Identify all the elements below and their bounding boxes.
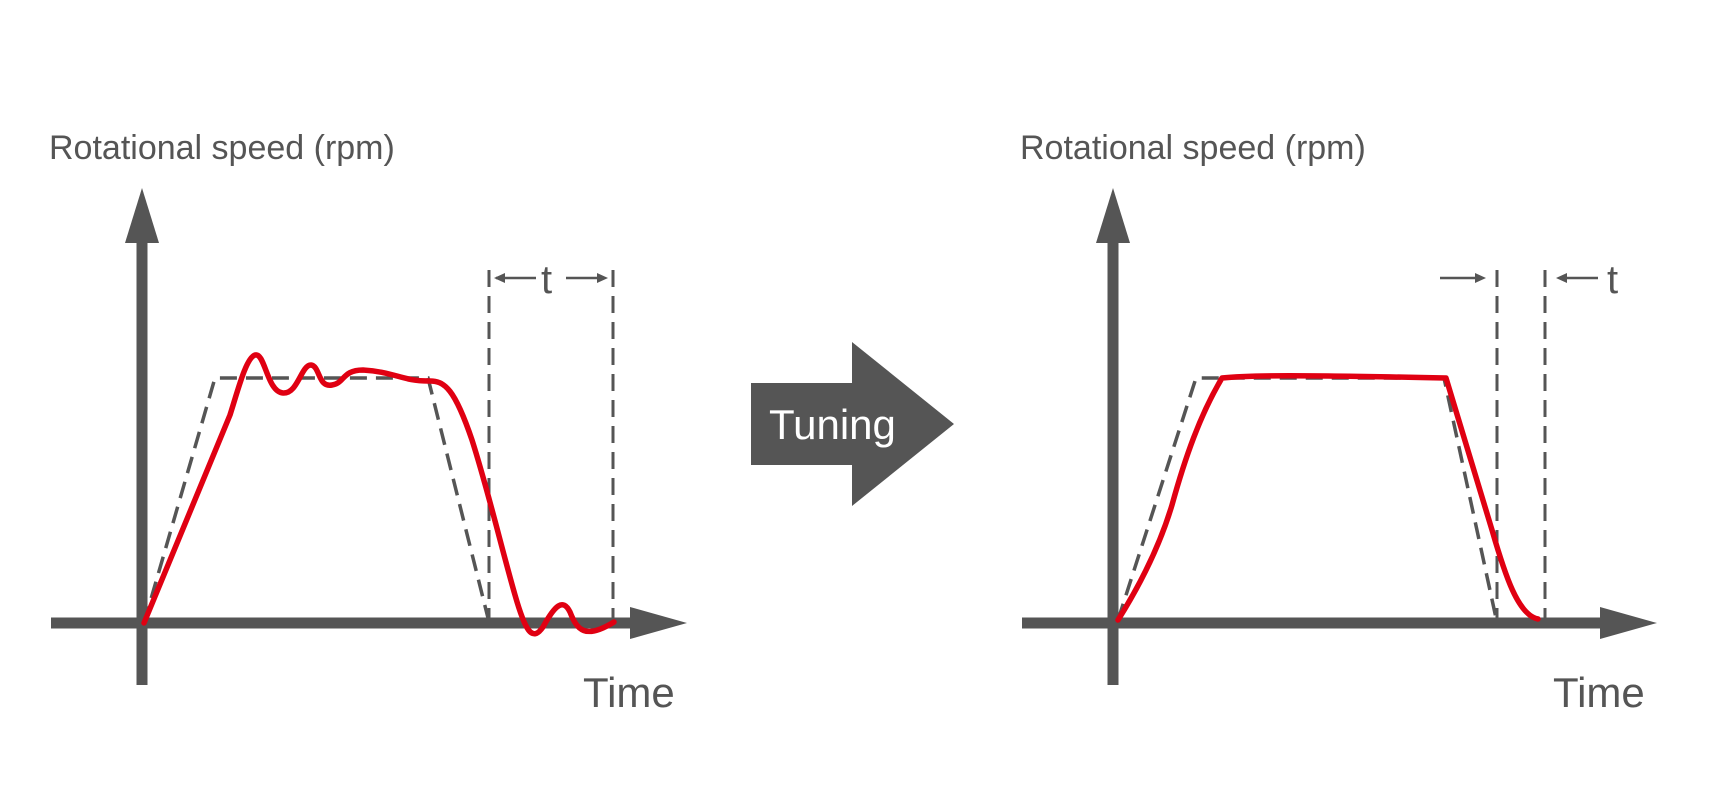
tuning-arrow-label: Tuning <box>769 401 896 448</box>
right-actual-speed-curve <box>1115 373 1541 623</box>
left-interval-label: t <box>541 258 552 302</box>
after-tuning-panel: Rotational speed (rpm) Time t <box>1020 129 1657 716</box>
right-interval-label: t <box>1607 258 1618 302</box>
left-y-axis-arrowhead <box>125 188 159 243</box>
left-x-axis-title: Time <box>583 669 675 716</box>
tuning-arrow: Tuning <box>751 342 954 506</box>
right-y-axis-title: Rotational speed (rpm) <box>1020 129 1366 167</box>
tuning-arrow-shape <box>751 342 954 506</box>
left-actual-speed-curve <box>141 352 617 637</box>
right-y-axis-arrowhead <box>1096 188 1130 243</box>
before-tuning-panel: Rotational speed (rpm) Time t <box>49 129 687 716</box>
left-y-axis-title: Rotational speed (rpm) <box>49 129 395 167</box>
right-x-axis-title: Time <box>1553 669 1645 716</box>
left-interval-arrows <box>494 273 608 283</box>
right-interval-arrows <box>1440 273 1598 283</box>
left-x-axis-arrowhead <box>630 607 687 639</box>
right-x-axis-arrowhead <box>1600 607 1657 639</box>
